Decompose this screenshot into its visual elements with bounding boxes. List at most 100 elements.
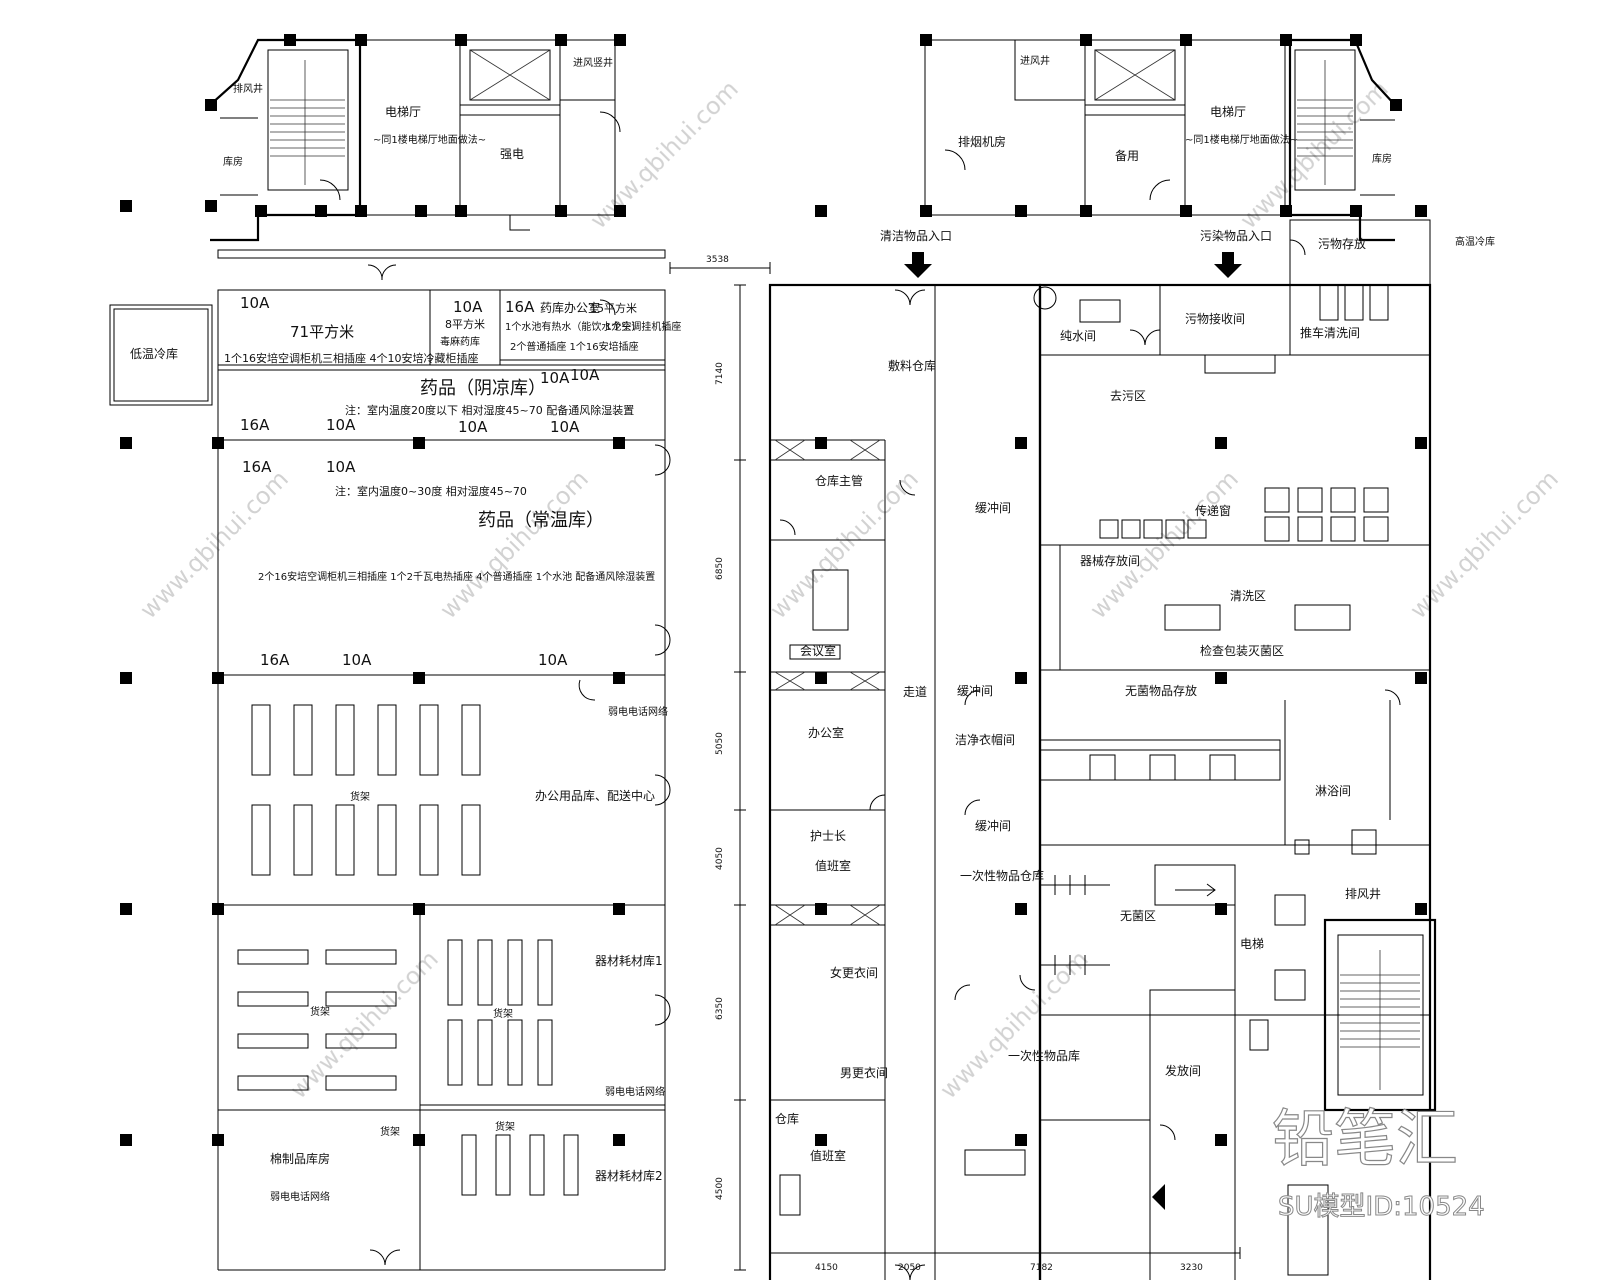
room-spare: 备用 <box>1115 149 1139 163</box>
dim-bottom-3: 7182 <box>1030 1263 1053 1273</box>
socket-label: 10A <box>342 651 372 669</box>
dim-bottom-2: 2050 <box>898 1263 921 1273</box>
room-cotton-store: 棉制品库房 <box>270 1151 330 1166</box>
room-stair-shaft: 排风井 <box>1345 887 1381 901</box>
room-meeting-room: 会议室 <box>800 643 836 658</box>
room-strong-power: 强电 <box>500 147 524 161</box>
room-instrument-storage: 器械存放间 <box>1080 553 1140 568</box>
room-weak-network-1: 弱电电话网络 <box>608 705 668 718</box>
dim-left-6: 4500 <box>715 1177 725 1200</box>
room-weak-network-3: 弱电电话网络 <box>270 1190 330 1203</box>
room-narcotics: 毒麻药库 <box>440 335 480 348</box>
dim-left-4: 4050 <box>715 847 725 870</box>
top-left-core <box>209 38 621 242</box>
socket-label: 10A <box>540 369 570 387</box>
socket-label: 10A <box>550 418 580 436</box>
room-staff-room: 值班室 <box>815 858 851 873</box>
dim-left-3: 5050 <box>715 732 725 755</box>
socket-label: 10A <box>570 366 600 384</box>
room-transfer: 污物存放 <box>1318 236 1366 251</box>
watermark-logo: 铅笔汇 <box>1272 1102 1458 1175</box>
socket-label: 10A <box>326 458 356 476</box>
room-equipment-store-2: 器材耗材库2 <box>595 1168 663 1183</box>
room-drug-office: 药库办公室 <box>540 300 600 315</box>
room-water-treatment: 纯水间 <box>1060 329 1096 343</box>
room-cold-storage: 低温冷库 <box>130 346 178 361</box>
room-sterile-supply: 无菌物品存放 <box>1125 683 1197 698</box>
room-elevator-hall-note-left: ~同1楼电梯厅地面做法~ <box>373 133 486 146</box>
room-medicine-normal: 药品（常温库） <box>478 510 604 531</box>
room-dirty-entry: 污染物品入口 <box>1200 228 1272 243</box>
watermark-site: www.qbihui.com <box>584 75 743 234</box>
room-weak-network-2: 弱电电话网络 <box>605 1085 665 1098</box>
room-sterile-area: 无菌区 <box>1120 909 1156 923</box>
room-labels: 电梯厅 ~同1楼电梯厅地面做法~ 排风井 库房 强电 进风竖井 排烟机房 备用 … <box>130 54 1495 1203</box>
room-shelf-4: 货架 <box>380 1125 400 1138</box>
room-changing-female: 女更衣间 <box>830 965 878 980</box>
socket-labels: 10A 10A 16A 10A 16A 10A 10A 10A 16A 10A … <box>240 294 600 669</box>
room-disposable-store: 一次性物品库 <box>1008 1048 1080 1063</box>
socket-label: 16A <box>260 651 290 669</box>
columns <box>120 34 1427 1146</box>
watermark-model-id: SU模型ID:10524 <box>1278 1192 1485 1222</box>
room-shelf-3: 货架 <box>493 1007 513 1020</box>
watermark-site: www.qbihui.com <box>134 465 293 624</box>
socket-label: 10A <box>458 418 488 436</box>
right-block <box>779 219 1437 1280</box>
watermark-site: www.qbihui.com <box>1234 75 1393 234</box>
dim-left-2: 6850 <box>715 557 725 580</box>
socket-label: 16A <box>242 458 272 476</box>
dim-left-1: 7140 <box>715 362 725 385</box>
watermark-corner: 铅笔汇 SU模型ID:10524 <box>1271 1101 1485 1222</box>
top-right-core <box>924 38 1396 242</box>
socket-label: 10A <box>453 298 483 316</box>
room-warehouse-manager: 仓库主管 <box>815 473 863 488</box>
dim-bottom-1: 4150 <box>815 1263 838 1273</box>
note-office-equipment-2: 1个空调挂机插座 <box>605 320 681 333</box>
note-normal-equipment: 2个16安培空调柜机三相插座 1个2千瓦电热插座 4个普通插座 1个水池 配备通… <box>258 570 655 583</box>
room-exhaust-room: 排烟机房 <box>958 134 1006 149</box>
room-shelf-1: 货架 <box>350 790 370 803</box>
room-changing-male: 男更衣间 <box>840 1065 888 1080</box>
note-office-equipment-3: 2个普通插座 1个16安培插座 <box>510 340 639 353</box>
room-head-nurse: 护士长 <box>810 829 846 843</box>
note-narcotics-area: 8平方米 <box>445 317 485 331</box>
room-clean-entry: 清洁物品入口 <box>880 229 952 243</box>
room-high-temp-storage: 高温冷库 <box>1455 235 1495 248</box>
room-washing-area: 去污区 <box>1110 389 1146 403</box>
dimension-labels: 3538 7140 6850 5050 4050 6350 4500 4150 … <box>706 255 1203 1273</box>
note-cool-equipment: 1个16安培空调柜机三相插座 4个10安培冷藏柜插座 <box>224 351 479 365</box>
room-storage-right: 库房 <box>1372 152 1392 165</box>
room-packing-area: 检查包装灭菌区 <box>1200 643 1284 658</box>
socket-label: 10A <box>240 294 270 312</box>
room-pass-window: 传递窗 <box>1195 503 1231 518</box>
watermark-site: www.qbihui.com <box>764 465 923 624</box>
dimension-lines <box>669 262 1241 1271</box>
note-cool-condition: 注：室内温度20度以下 相对湿度45~70 配备通风除湿装置 <box>345 403 634 417</box>
room-shower-room: 淋浴间 <box>1315 784 1351 798</box>
room-cart-wash: 推车清洗间 <box>1300 325 1360 340</box>
room-medicine-cool: 药品（阴凉库） <box>420 378 546 399</box>
socket-label: 10A <box>538 651 568 669</box>
room-office-supply-center: 办公用品库、配送中心 <box>535 788 655 803</box>
room-elevator-hall-right: 电梯厅 <box>1210 105 1246 119</box>
room-cleaning-area: 清洗区 <box>1230 589 1266 603</box>
dim-top: 3538 <box>706 255 729 265</box>
room-distribution: 发放间 <box>1165 1063 1201 1078</box>
room-fresh-air: 进风竖井 <box>573 56 613 69</box>
room-duty-room: 值班室 <box>810 1148 846 1163</box>
socket-label: 16A <box>505 298 535 316</box>
room-clean-dressing: 洁净衣帽间 <box>955 732 1015 747</box>
room-fresh-air-shaft-right: 进风井 <box>1020 54 1050 67</box>
room-storage-small: 仓库 <box>775 1111 799 1126</box>
note-office-area: 15平方米 <box>590 301 637 315</box>
room-elevator-small: 电梯 <box>1240 937 1264 951</box>
room-notes: 71平方米 1个16安培空调柜机三相插座 4个10安培冷藏柜插座 注：室内温度2… <box>224 301 681 583</box>
room-disinfection-supply: 一次性物品仓库 <box>960 868 1044 883</box>
room-sterile-warehouse: 敷料仓库 <box>888 358 936 373</box>
room-exhaust-shaft-left: 排风井 <box>233 82 263 95</box>
note-office-equipment-1: 1个水池有热水（能饮水龙头） <box>505 320 641 333</box>
room-buffer-room-2: 缓冲间 <box>957 683 993 698</box>
dim-left-5: 6350 <box>715 997 725 1020</box>
